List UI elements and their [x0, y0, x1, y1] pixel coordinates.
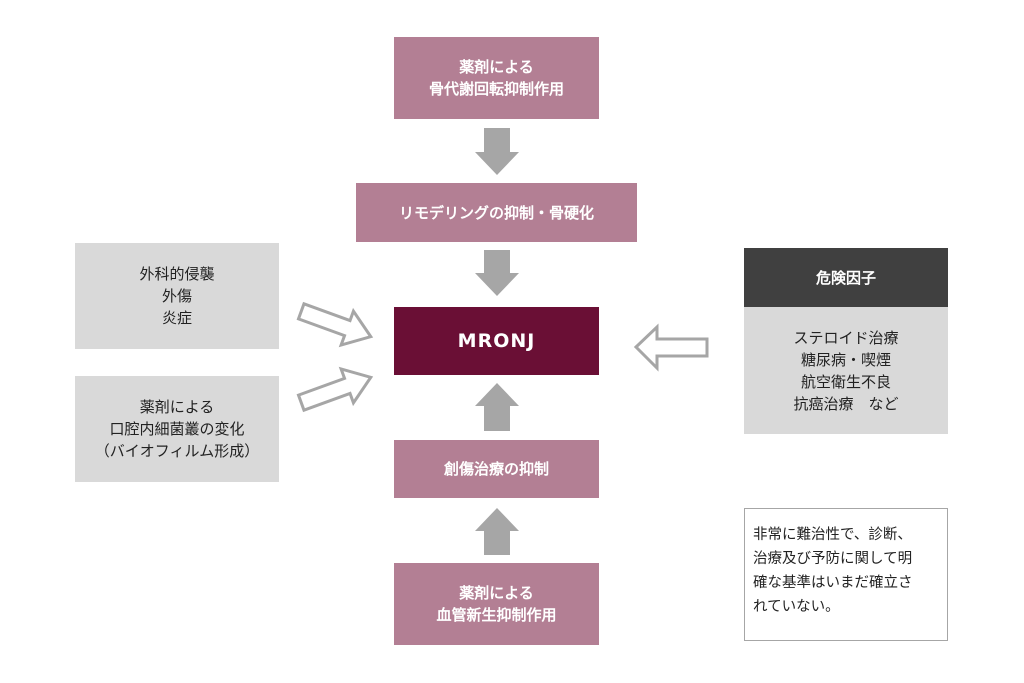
box-line: 炎症 [161, 309, 192, 327]
down-arrow-icon [475, 128, 519, 175]
risk-factor-item: 抗癌治療 など [793, 394, 899, 413]
box-line: 外傷 [161, 287, 192, 305]
up-arrow-icon [475, 383, 519, 431]
box-line: 血管新生抑制作用 [436, 606, 557, 624]
oral-bacteria-box: 薬剤による 口腔内細菌叢の変化 （バイオフィルム形成） [75, 376, 279, 482]
risk-factor-item: 航空衛生不良 [800, 372, 891, 391]
box-line: リモデリングの抑制・骨硬化 [398, 203, 594, 222]
note-box: 非常に難治性で、診断、 治療及び予防に関して明 確な基準はいまだ確立さ れていな… [744, 508, 948, 641]
box-line: 薬剤による [139, 398, 215, 416]
surgical-trauma-box: 外科的侵襲 外傷 炎症 [75, 243, 279, 349]
mronj-label: MRONJ [457, 330, 536, 352]
drug-angiogenesis-box: 薬剤による 血管新生抑制作用 [394, 563, 599, 645]
note-line: 非常に難治性で、診断、 [753, 527, 912, 543]
outline-arrow-right-icon [296, 301, 374, 348]
mronj-box: MRONJ [394, 307, 599, 375]
box-line: 口腔内細菌叢の変化 [109, 420, 245, 438]
box-line: 創傷治療の抑制 [443, 460, 549, 478]
note-line: 治療及び予防に関して明 [753, 551, 913, 567]
box-line: 薬剤による [459, 58, 534, 76]
outline-arrow-right-icon [296, 366, 374, 413]
up-arrow-icon [475, 508, 519, 555]
risk-factor-item: ステロイド治療 [793, 328, 899, 347]
risk-factors-title: 危険因子 [744, 248, 948, 307]
note-line: れていない。 [753, 599, 840, 615]
remodeling-suppression-box: リモデリングの抑制・骨硬化 [356, 183, 637, 242]
outline-arrow-left-icon [633, 323, 709, 372]
note-line: 確な基準はいまだ確立さ [753, 575, 913, 591]
wound-healing-suppression-box: 創傷治療の抑制 [394, 440, 599, 498]
box-line: 外科的侵襲 [139, 265, 215, 283]
risk-factor-item: 糖尿病・喫煙 [800, 350, 891, 369]
box-line: （バイオフィルム形成） [94, 442, 260, 460]
drug-bone-turnover-box: 薬剤による 骨代謝回転抑制作用 [394, 37, 599, 119]
risk-factors-list: ステロイド治療 糖尿病・喫煙 航空衛生不良 抗癌治療 など [744, 307, 948, 434]
box-line: 骨代謝回転抑制作用 [428, 80, 564, 98]
risk-factors-panel: 危険因子 ステロイド治療 糖尿病・喫煙 航空衛生不良 抗癌治療 など [744, 248, 948, 434]
down-arrow-icon [475, 250, 519, 296]
box-line: 薬剤による [459, 584, 534, 602]
